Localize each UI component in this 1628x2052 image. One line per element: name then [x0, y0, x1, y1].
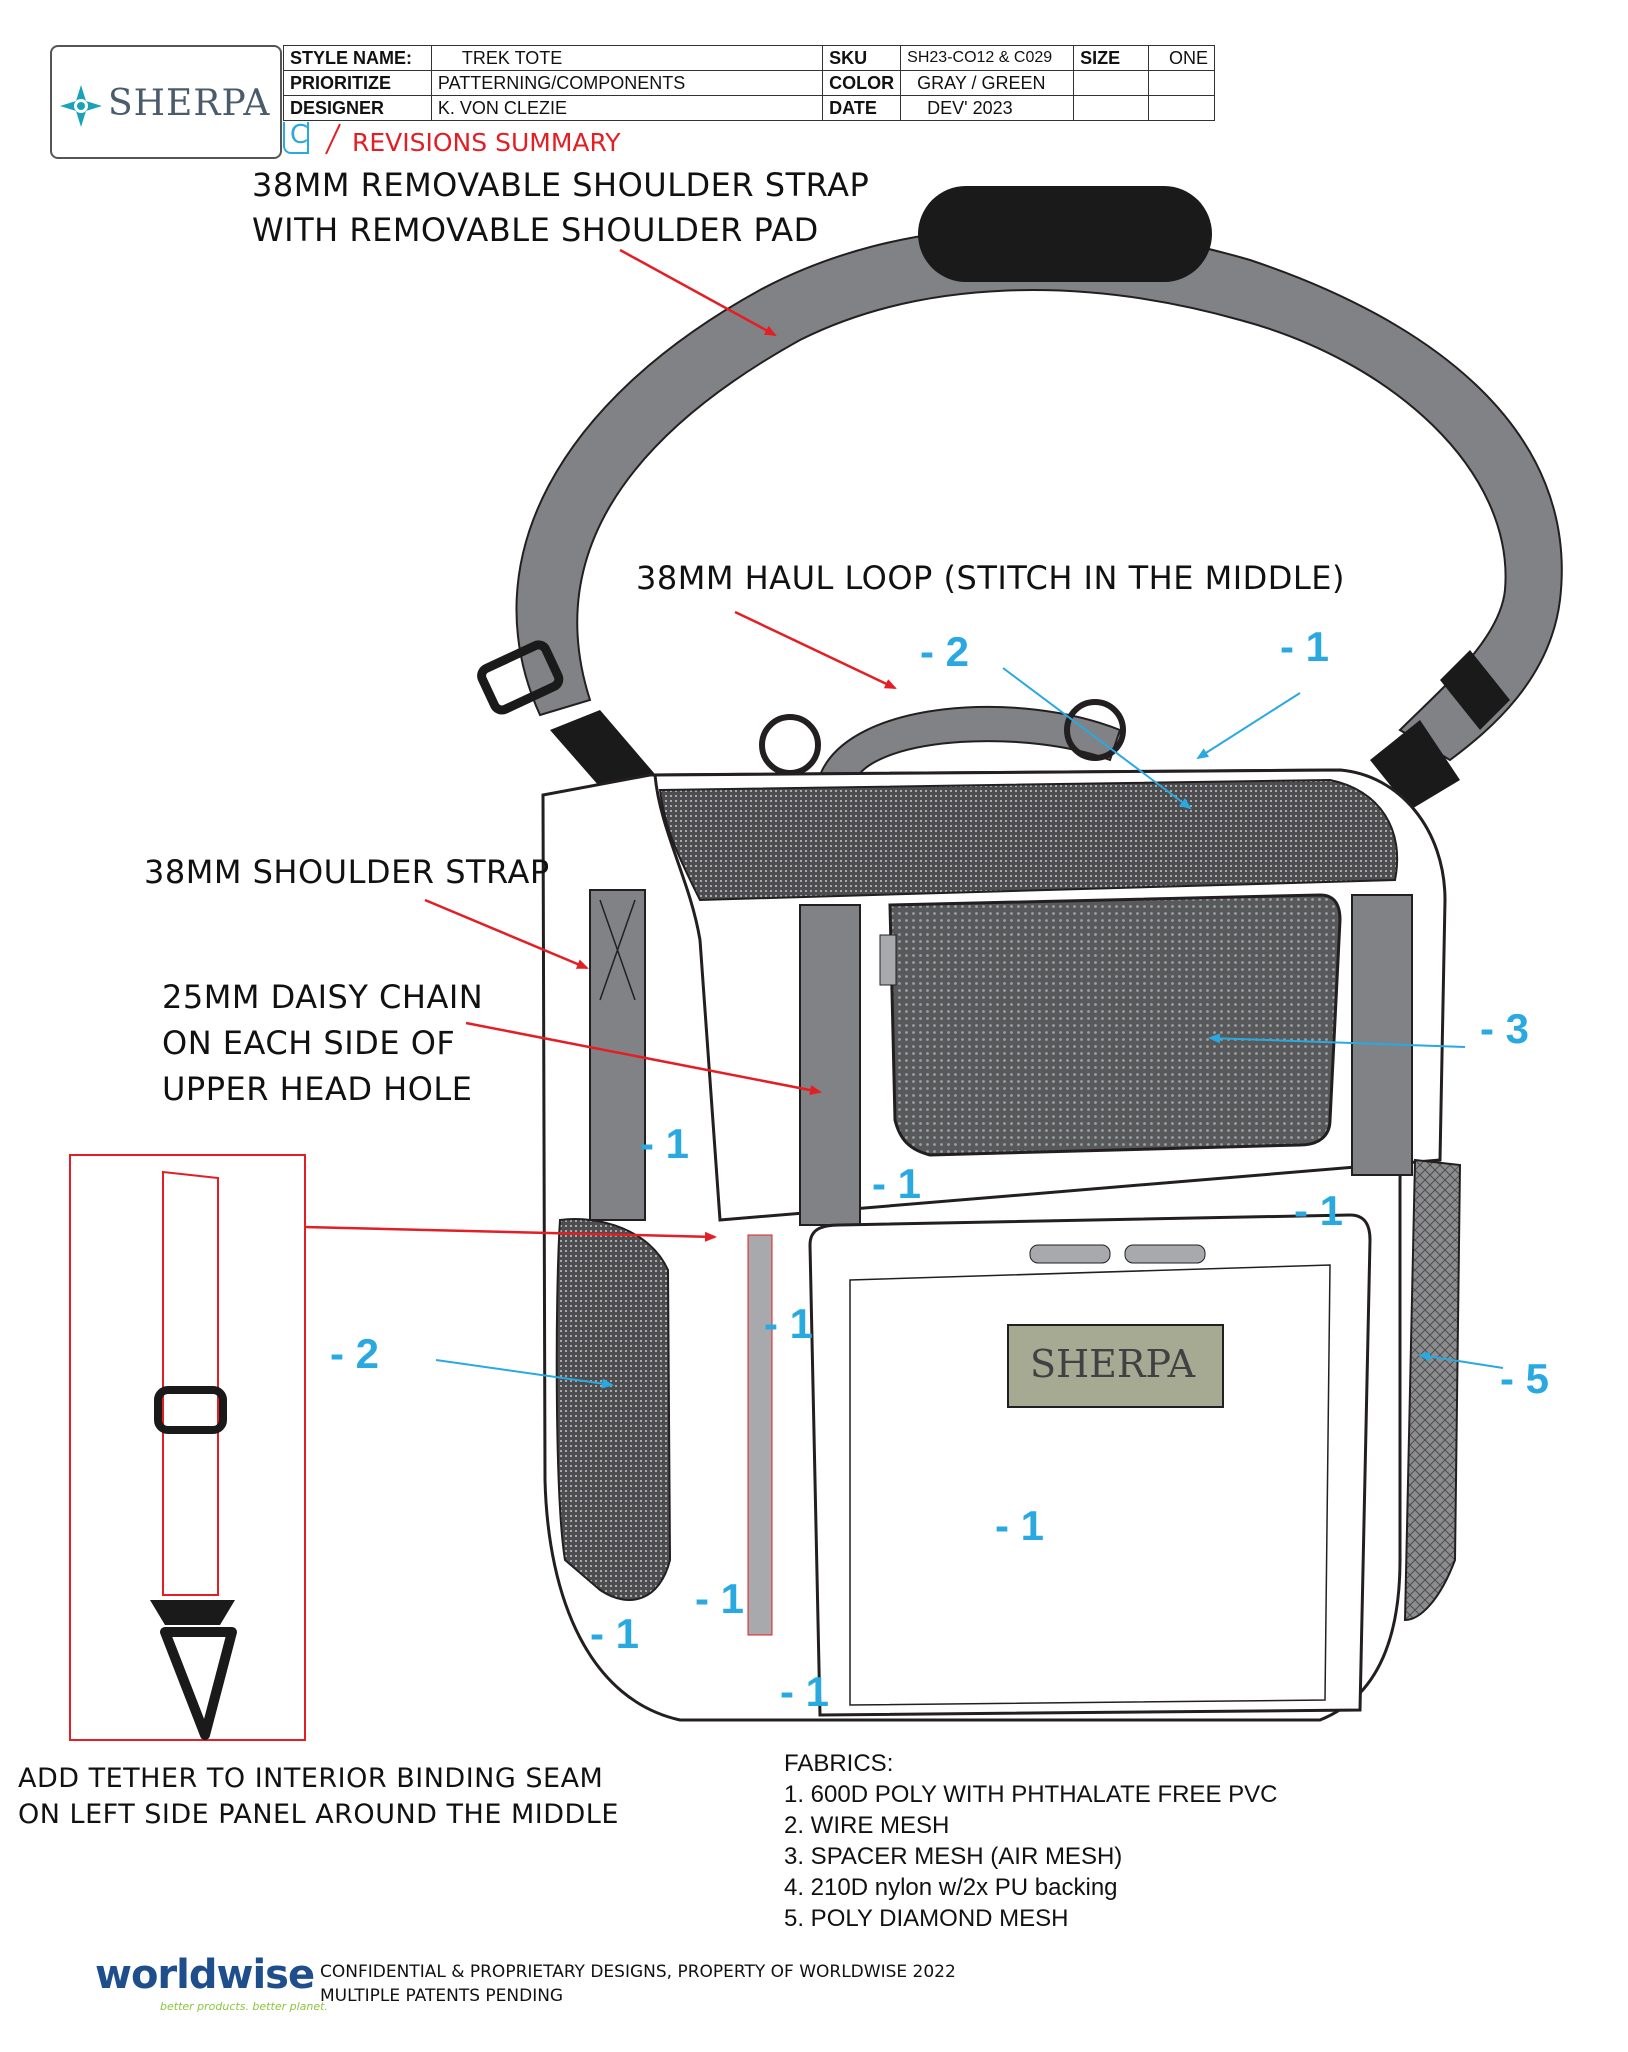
empty-cell: [1073, 95, 1149, 121]
date-value: DEV' 2023: [900, 95, 1075, 121]
shoulder-pad: [918, 186, 1212, 282]
designer-value: K. VON CLEZIE: [430, 95, 824, 121]
style-name-value: TREK TOTE: [430, 45, 824, 71]
fabric-marker: - 1: [995, 1502, 1045, 1549]
carabiner-icon: [160, 1627, 237, 1740]
title-block-table: STYLE NAME: TREK TOTE SKU SH23-CO12 & C0…: [283, 45, 1216, 121]
d-ring-left-icon: [759, 714, 821, 776]
callout-arrows: [303, 248, 897, 1242]
fabric-item: 4. 210D nylon w/2x PU backing: [784, 1874, 1118, 1901]
tote-body: [541, 768, 1462, 1722]
sherpa-logo-box: SHERPA: [50, 45, 282, 159]
title-row: STYLE NAME: TREK TOTE SKU SH23-CO12 & C0…: [283, 45, 1216, 71]
callout-tether-line1: ADD TETHER TO INTERIOR BINDING SEAM: [18, 1763, 604, 1794]
prioritize-label: PRIORITIZE: [283, 70, 432, 96]
callout-haul-loop: 38MM HAUL LOOP (STITCH IN THE MIDDLE): [636, 559, 1345, 597]
style-name-label: STYLE NAME:: [283, 45, 432, 71]
sherpa-patch: [1007, 1324, 1224, 1408]
revision-letter: C: [290, 120, 309, 150]
color-value: GRAY / GREEN: [900, 70, 1075, 96]
title-row: DESIGNER K. VON CLEZIE DATE DEV' 2023: [283, 95, 1216, 121]
fabric-item: 5. POLY DIAMOND MESH: [784, 1905, 1069, 1932]
fabric-marker: - 1: [1280, 623, 1330, 670]
sherpa-logo-text: SHERPA: [108, 83, 271, 124]
fabrics-list: FABRICS: 1. 600D POLY WITH PHTHALATE FRE…: [784, 1748, 1277, 1934]
callout-daisy-chain-line1: 25MM DAISY CHAIN: [162, 978, 484, 1016]
zipper-pull-icon: [1124, 1244, 1206, 1264]
fabric-marker: - 1: [764, 1300, 814, 1347]
callout-daisy-chain-line3: UPPER HEAD HOLE: [162, 1070, 473, 1108]
fabric-marker: - 2: [330, 1330, 380, 1377]
fabric-marker: - 1: [872, 1160, 922, 1207]
snap-hook-right-icon: [1370, 720, 1460, 810]
revision-box: [283, 122, 309, 154]
fabric-item: 1. 600D POLY WITH PHTHALATE FREE PVC: [784, 1781, 1278, 1808]
haul-loop: [759, 699, 1126, 782]
fabric-marker: - 1: [590, 1610, 640, 1657]
shoulder-strap: [477, 186, 1563, 810]
fabric-marker: - 2: [920, 628, 970, 675]
fabrics-title: FABRICS:: [784, 1750, 894, 1777]
prioritize-value: PATTERNING/COMPONENTS: [430, 70, 824, 96]
sku-label: SKU: [822, 45, 902, 71]
fabric-marker: - 5: [1500, 1355, 1550, 1402]
callout-tether-line2: ON LEFT SIDE PANEL AROUND THE MIDDLE: [18, 1799, 619, 1830]
patch-logo-text: SHERPA: [1030, 1342, 1196, 1386]
worldwise-logo-text: worldwise: [95, 1952, 315, 1998]
footer-legal: CONFIDENTIAL & PROPRIETARY DESIGNS, PROP…: [320, 1960, 956, 2008]
swivel-buckle-icon: [1440, 650, 1510, 730]
fabric-marker: - 1: [780, 1668, 830, 1715]
callout-shoulder-strap: 38MM SHOULDER STRAP: [144, 853, 550, 891]
marker-arrows: [435, 667, 1504, 1389]
callout-removable-strap-line1: 38MM REMOVABLE SHOULDER STRAP: [252, 166, 870, 204]
fabric-marker: - 3: [1480, 1005, 1530, 1052]
size-label: SIZE: [1073, 45, 1149, 71]
swivel-icon: [150, 1600, 235, 1625]
sku-value: SH23-CO12 & C029: [900, 45, 1075, 71]
daisy-chain-right: [1351, 894, 1413, 1176]
footer-line1: CONFIDENTIAL & PROPRIETARY DESIGNS, PROP…: [320, 1962, 956, 1982]
empty-cell: [1073, 70, 1149, 96]
size-value: ONE: [1147, 45, 1216, 71]
side-shoulder-strap: [589, 889, 646, 1221]
tether-detail: [69, 1154, 306, 1741]
empty-cell: [1147, 70, 1216, 96]
empty-cell: [1147, 95, 1216, 121]
callout-removable-strap-line2: WITH REMOVABLE SHOULDER PAD: [252, 211, 819, 249]
slider-buckle-icon: [154, 1386, 227, 1434]
fabric-item: 3. SPACER MESH (AIR MESH): [784, 1843, 1123, 1870]
fabric-marker: - 1: [640, 1120, 690, 1167]
callout-daisy-chain-line2: ON EACH SIDE OF: [162, 1024, 456, 1062]
designer-label: DESIGNER: [283, 95, 432, 121]
d-ring-right-icon: [1064, 699, 1126, 761]
zipper-pull-icon: [1029, 1244, 1111, 1264]
slider-buckle-icon: [477, 640, 564, 715]
fabric-item: 2. WIRE MESH: [784, 1812, 950, 1839]
title-row: PRIORITIZE PATTERNING/COMPONENTS COLOR G…: [283, 70, 1216, 96]
zipper-pull-icon: [879, 934, 897, 986]
fabric-marker: - 1: [695, 1575, 745, 1622]
sherpa-compass-icon: [60, 85, 102, 127]
date-label: DATE: [822, 95, 902, 121]
footer-line2: MULTIPLE PATENTS PENDING: [320, 1986, 564, 2006]
worldwise-tagline: better products. better planet.: [160, 2000, 328, 2013]
revision-slash-icon: [325, 123, 341, 155]
fabric-marker: - 1: [1294, 1187, 1344, 1234]
revisions-summary-label: REVISIONS SUMMARY: [352, 128, 621, 157]
daisy-chain-left: [799, 904, 861, 1226]
